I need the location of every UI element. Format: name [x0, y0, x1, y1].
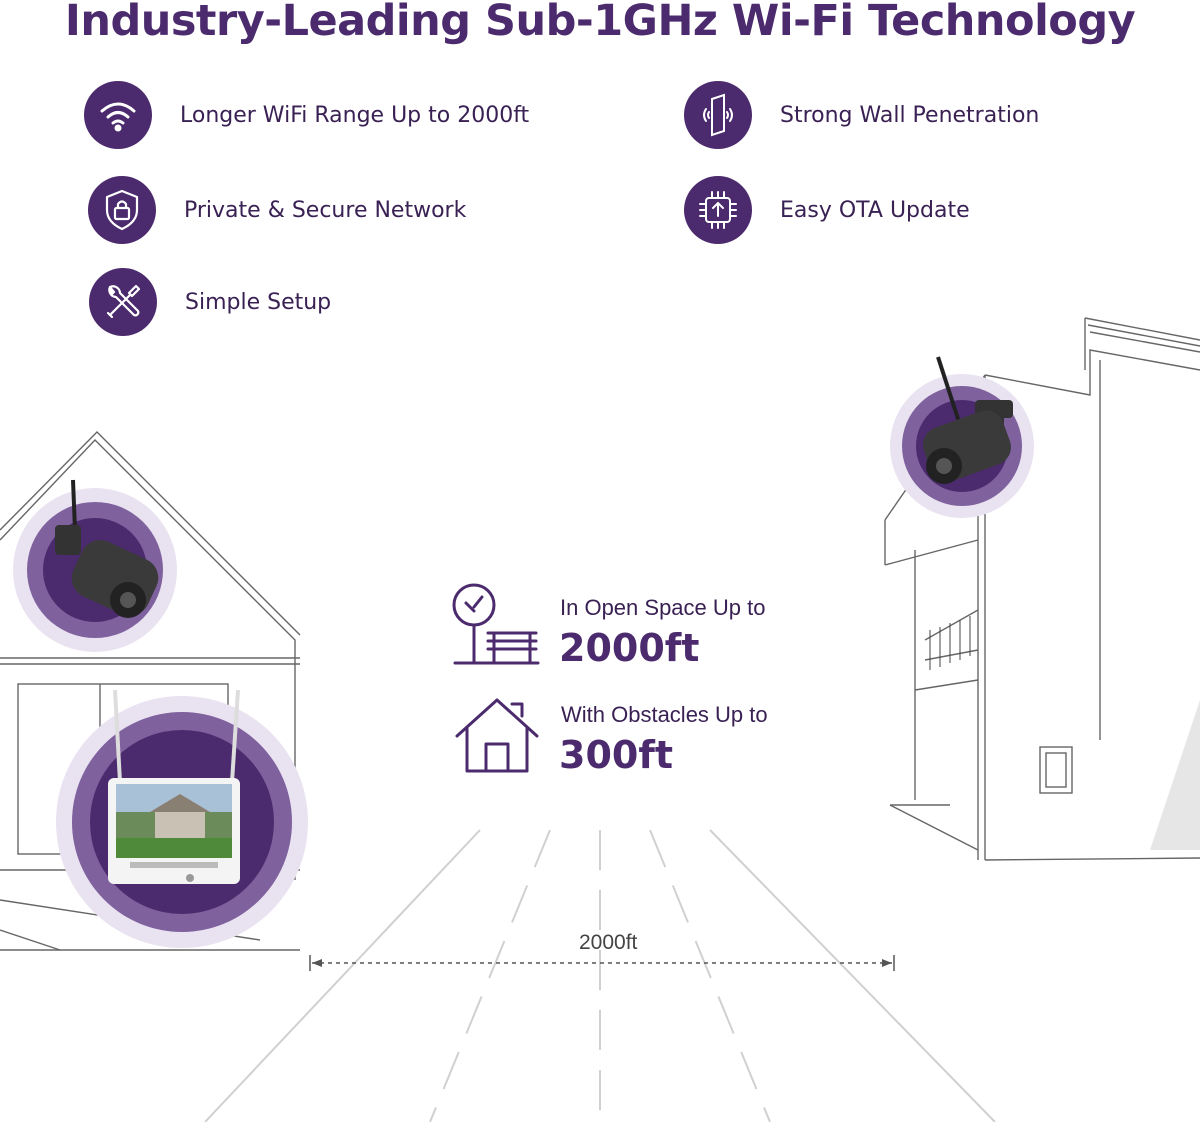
- feature-ota-update: Easy OTA Update: [684, 176, 970, 244]
- distance-line: [309, 955, 895, 971]
- house-icon: [455, 698, 539, 773]
- right-camera: [890, 356, 1034, 518]
- feature-wifi-range: Longer WiFi Range Up to 2000ft: [84, 81, 529, 149]
- obstacles-caption: With Obstacles Up to: [561, 702, 768, 727]
- tools-icon: [89, 268, 157, 336]
- feature-label: Easy OTA Update: [780, 197, 970, 223]
- page-title: Industry-Leading Sub-1GHz Wi-Fi Technolo…: [64, 0, 1136, 46]
- shadow-shape: [1150, 700, 1200, 850]
- chip-upload-icon: [684, 176, 752, 244]
- perspective-lines: [204, 829, 996, 1122]
- feature-label: Longer WiFi Range Up to 2000ft: [180, 102, 530, 128]
- balcony-railing: [929, 616, 971, 670]
- left-camera: [13, 479, 177, 652]
- obstacles-value: 300ft: [559, 733, 674, 777]
- wall-signal-icon: [684, 81, 752, 149]
- feature-simple-setup: Simple Setup: [89, 268, 331, 336]
- distance-label: 2000ft: [579, 931, 638, 954]
- feature-label: Simple Setup: [185, 289, 332, 315]
- monitor-device: [56, 689, 308, 948]
- tree-bench-icon: [452, 583, 540, 665]
- feature-wall-penetration: Strong Wall Penetration: [684, 81, 1039, 149]
- feature-secure-network: Private & Secure Network: [88, 176, 466, 244]
- shield-lock-icon: [88, 176, 156, 244]
- open-space-caption: In Open Space Up to: [560, 595, 766, 620]
- feature-label: Strong Wall Penetration: [780, 102, 1040, 128]
- wifi-icon: [84, 81, 152, 149]
- open-space-value: 2000ft: [559, 626, 700, 670]
- feature-label: Private & Secure Network: [184, 197, 467, 223]
